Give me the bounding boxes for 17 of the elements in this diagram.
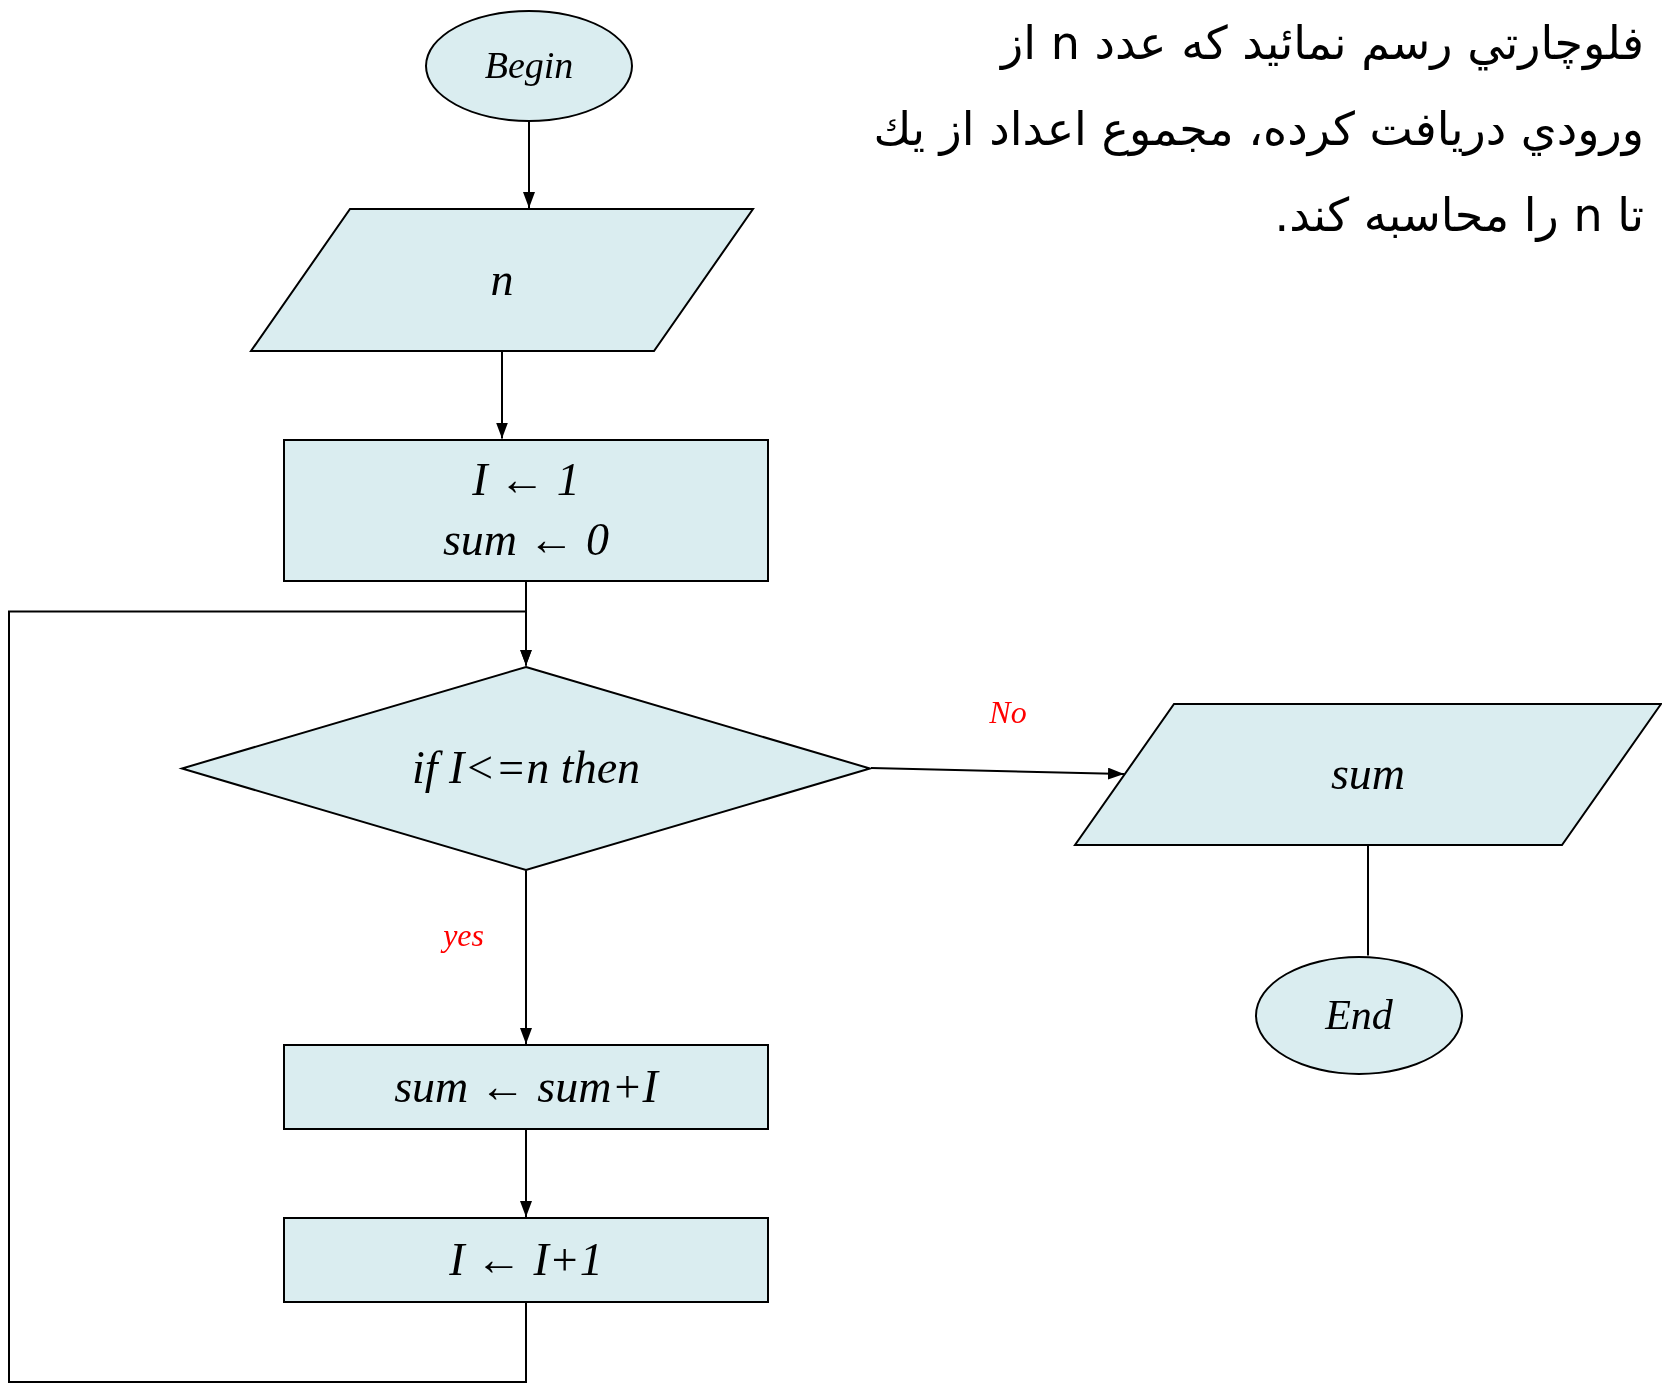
loop-arrow xyxy=(8,610,532,1383)
arrow xyxy=(520,1129,532,1218)
arrow xyxy=(496,351,508,440)
output-parallelogram: sum xyxy=(1074,702,1662,846)
terminal-ellipse: Begin xyxy=(425,10,633,122)
arrow xyxy=(520,869,532,1045)
connector-line xyxy=(1367,844,1369,957)
process-box: sum ← sum+I xyxy=(283,1044,769,1130)
instruction-text: فلوچارتي رسم نمائيد كه عدد n از ورودي دريافت كرده، مجموع اعداد از يك تا n را محاسبه كند. xyxy=(872,15,1644,244)
input-parallelogram: n xyxy=(250,208,754,352)
edge-label: No xyxy=(989,696,1027,728)
terminal-ellipse: End xyxy=(1255,955,1463,1075)
process-box: I ← I+1 xyxy=(283,1217,769,1303)
process-box: I ← 1 sum ← 0 xyxy=(283,438,769,582)
arrow xyxy=(523,121,535,209)
arrow xyxy=(870,767,1125,780)
decision-diamond: if I<=n then xyxy=(181,665,871,871)
